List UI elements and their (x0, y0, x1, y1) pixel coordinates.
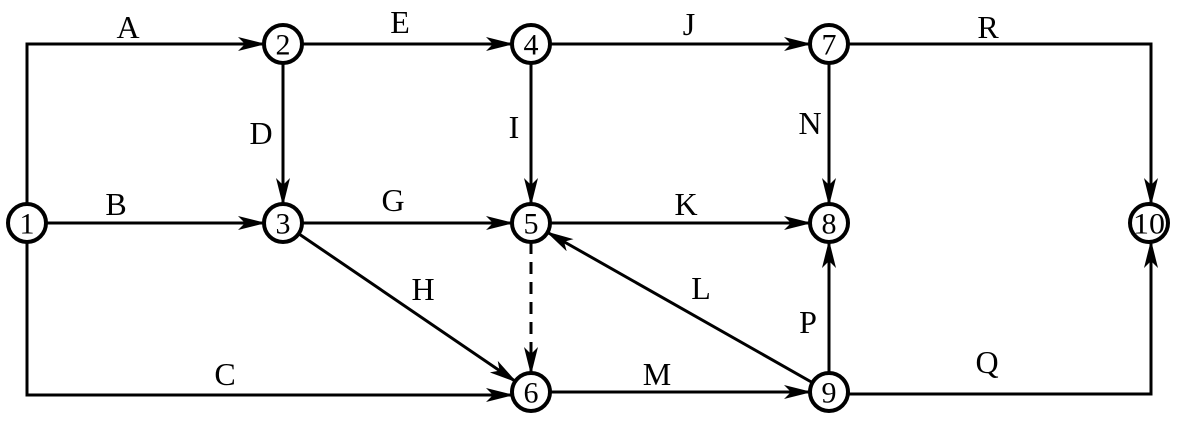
edge-label-a: A (116, 9, 139, 45)
node-label-4: 4 (524, 29, 539, 62)
node-6: 6 (510, 371, 552, 413)
node-label-2: 2 (276, 29, 291, 62)
edge-label-n: N (798, 105, 821, 141)
node-1: 1 (6, 202, 48, 244)
node-4: 4 (510, 23, 552, 65)
node-9: 9 (808, 371, 850, 413)
node-label-8: 8 (822, 208, 837, 241)
edge-label-l: L (691, 270, 711, 306)
edge-label-b: B (105, 186, 126, 222)
edge-label-r: R (977, 9, 999, 45)
edge-l-9-5 (545, 231, 814, 384)
node-7: 7 (808, 23, 850, 65)
edge-labels-layer: A B C D E G H I J K L M N P Q R (105, 4, 999, 392)
node-circle-9 (808, 371, 850, 413)
edge-label-h: H (411, 271, 434, 307)
edge-h-3-6 (297, 232, 517, 383)
edge-label-p: P (799, 304, 817, 340)
node-circle-10 (1128, 202, 1170, 244)
edge-a-1-2 (25, 37, 266, 204)
edge-label-d: D (249, 115, 272, 151)
node-8: 8 (808, 202, 850, 244)
edge-label-m: M (643, 356, 671, 392)
nodes-layer: 1 2 3 4 5 6 7 8 9 10 (6, 23, 1170, 413)
node-circle-4 (510, 23, 552, 65)
node-label-7: 7 (822, 29, 837, 62)
node-label-9: 9 (822, 377, 837, 410)
node-10: 10 (1128, 202, 1170, 244)
edge-label-e: E (390, 4, 410, 40)
node-2: 2 (262, 23, 304, 65)
node-circle-1 (6, 202, 48, 244)
edge-label-k: K (674, 186, 697, 222)
node-label-1: 1 (20, 208, 35, 241)
node-5: 5 (510, 202, 552, 244)
edge-label-i: I (509, 109, 520, 145)
node-circle-3 (262, 202, 304, 244)
edges-layer (25, 37, 1158, 402)
node-label-6: 6 (524, 377, 539, 410)
node-circle-8 (808, 202, 850, 244)
edge-label-q: Q (975, 344, 998, 380)
node-label-5: 5 (524, 208, 539, 241)
node-circle-5 (510, 202, 552, 244)
edge-c-1-6 (25, 242, 514, 402)
node-circle-2 (262, 23, 304, 65)
edge-q-9-10 (848, 240, 1158, 396)
edge-label-g: G (381, 182, 404, 218)
edge-label-j: J (683, 6, 695, 42)
node-3: 3 (262, 202, 304, 244)
node-circle-6 (510, 371, 552, 413)
node-label-3: 3 (276, 208, 291, 241)
node-label-10: 10 (1133, 208, 1165, 241)
edge-r-7-10 (848, 42, 1158, 206)
edge-label-c: C (214, 356, 235, 392)
node-circle-7 (808, 23, 850, 65)
